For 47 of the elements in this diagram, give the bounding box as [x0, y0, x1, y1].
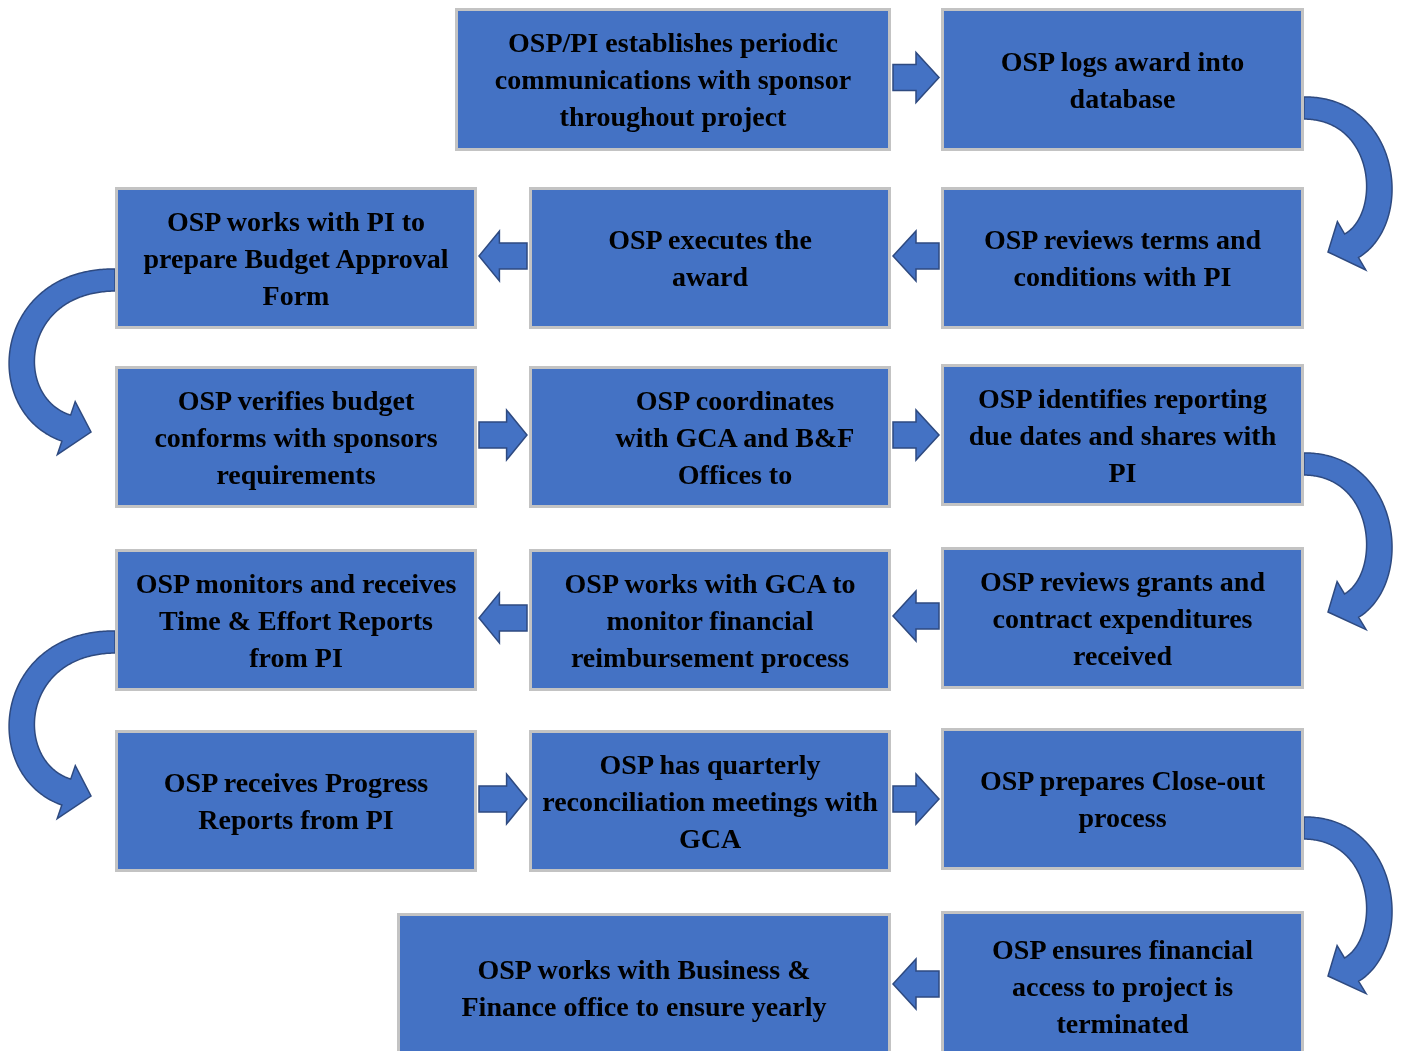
process-box: [941, 364, 1304, 506]
step-text: OSP monitors and receives Time & Effort Reports from PI: [134, 566, 458, 675]
step-text: OSP works with GCA to monitor financial reimbursement process: [563, 566, 857, 675]
block-arrow: [892, 772, 940, 826]
process-box: [115, 549, 477, 691]
process-box: [941, 187, 1304, 329]
step-text: OSP verifies budget conforms with sponsors requirements: [153, 383, 439, 492]
block-arrow: [892, 957, 940, 1011]
block-arrow: [892, 50, 940, 105]
curved-arrow: [8, 268, 116, 457]
process-box: [397, 913, 891, 1051]
step-text: OSP prepares Close-out process: [978, 764, 1267, 835]
process-box: [115, 730, 477, 872]
step-text: OSP identifies reporting due dates and shares with PI: [967, 381, 1278, 490]
step-text: OSP has quarterly reconciliation meetings with GCA: [541, 747, 879, 856]
step-text: OSP works with PI to prepare Budget Approval Form: [142, 204, 450, 313]
step-text: OSP logs award into database: [999, 44, 1246, 116]
step-text: OSP ensures financial access to project is terminated: [991, 932, 1254, 1041]
process-box: [941, 728, 1304, 870]
process-box: [455, 8, 891, 151]
process-box: [529, 366, 891, 508]
process-box: [941, 547, 1304, 689]
process-box: [529, 730, 891, 872]
block-arrow: [892, 589, 940, 643]
process-box: [941, 911, 1304, 1051]
process-box: [529, 187, 891, 329]
step-text: OSP reviews grants and contract expenditures received: [979, 564, 1266, 673]
block-arrow: [478, 407, 528, 463]
block-arrow: [892, 229, 940, 283]
curved-arrow: [8, 630, 116, 821]
process-box: [115, 366, 477, 508]
curved-arrow: [1303, 816, 1393, 996]
block-arrow: [478, 590, 528, 646]
block-arrow: [478, 771, 528, 827]
curved-arrow: [1303, 96, 1393, 272]
step-text: OSP works with Business & Finance office to ensure yearly: [460, 953, 828, 1024]
step-text: OSP reviews terms and conditions with PI: [982, 223, 1263, 294]
process-box: [529, 549, 891, 691]
block-arrow: [478, 228, 528, 284]
curved-arrow: [1303, 452, 1393, 632]
process-box: [115, 187, 477, 329]
process-box: [941, 8, 1304, 151]
step-text: OSP/PI establishes periodic communications with sponsor throughout project: [493, 26, 853, 134]
step-text: OSP executes the award: [607, 223, 813, 294]
block-arrow: [892, 408, 940, 462]
step-text: OSP coordinates with GCA and B&F Offices to: [614, 383, 856, 492]
step-text: OSP receives Progress Reports from PI: [162, 766, 430, 837]
